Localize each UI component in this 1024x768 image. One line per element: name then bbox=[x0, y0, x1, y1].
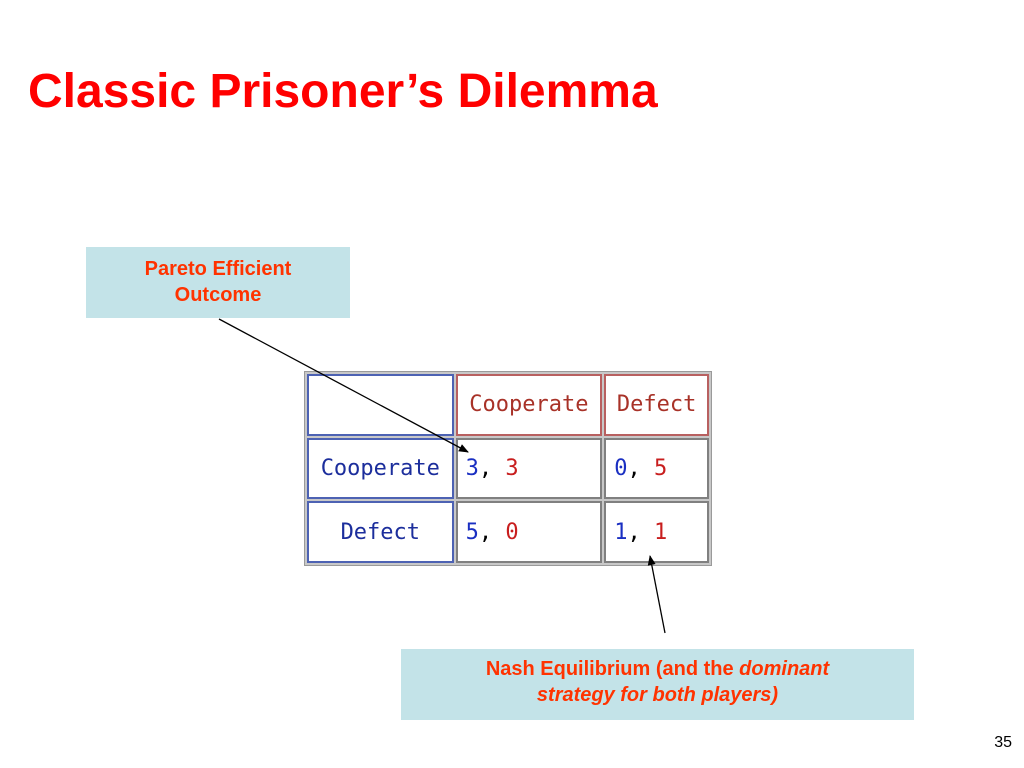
payoff-cell-defect-cooperate: 5, 0 bbox=[455, 501, 603, 563]
table-header-row: Cooperate Defect bbox=[307, 374, 709, 436]
player2-payoff: 5 bbox=[653, 455, 668, 481]
payoff-cell-cooperate-defect: 0, 5 bbox=[604, 437, 709, 500]
table-row: Cooperate 3, 3 0, 5 bbox=[307, 437, 709, 500]
player1-payoff: 3 bbox=[465, 455, 479, 481]
pareto-callout-line2: Outcome bbox=[174, 284, 262, 306]
nash-callout-line1: Nash Equilibrium (and the dominant bbox=[401, 656, 914, 682]
player2-payoff: 0 bbox=[505, 519, 519, 545]
payoff-cell-defect-defect: 1, 1 bbox=[604, 501, 709, 563]
column-header-cooperate: Cooperate bbox=[455, 374, 603, 436]
nash-equilibrium-callout: Nash Equilibrium (and the dominant strat… bbox=[401, 649, 914, 720]
player1-payoff: 1 bbox=[614, 519, 628, 545]
nash-callout-line1-italic: dominant bbox=[739, 658, 830, 680]
payoff-cell-cooperate-cooperate: 3, 3 bbox=[455, 437, 603, 500]
payoff-matrix: Cooperate Defect Cooperate 3, 3 0, 5 Def… bbox=[304, 371, 712, 566]
pareto-callout-line1: Pareto Efficient bbox=[144, 258, 292, 280]
nash-callout-line1-plain: Nash Equilibrium (and the bbox=[485, 658, 740, 680]
nash-arrow bbox=[647, 555, 666, 634]
column-header-defect: Defect bbox=[604, 374, 709, 436]
page-number: 35 bbox=[994, 734, 1012, 751]
table-corner-cell bbox=[307, 374, 454, 436]
player1-payoff: 5 bbox=[465, 519, 479, 545]
nash-callout-line2: strategy for both players) bbox=[536, 684, 779, 706]
player2-payoff: 1 bbox=[653, 519, 668, 545]
pareto-efficient-callout: Pareto Efficient Outcome bbox=[86, 247, 350, 318]
slide-title: Classic Prisoner’s Dilemma bbox=[28, 65, 658, 118]
player1-payoff: 0 bbox=[614, 455, 628, 481]
row-header-defect: Defect bbox=[307, 501, 454, 563]
row-header-cooperate: Cooperate bbox=[307, 437, 454, 500]
player2-payoff: 3 bbox=[505, 455, 519, 481]
table-row: Defect 5, 0 1, 1 bbox=[307, 501, 709, 563]
